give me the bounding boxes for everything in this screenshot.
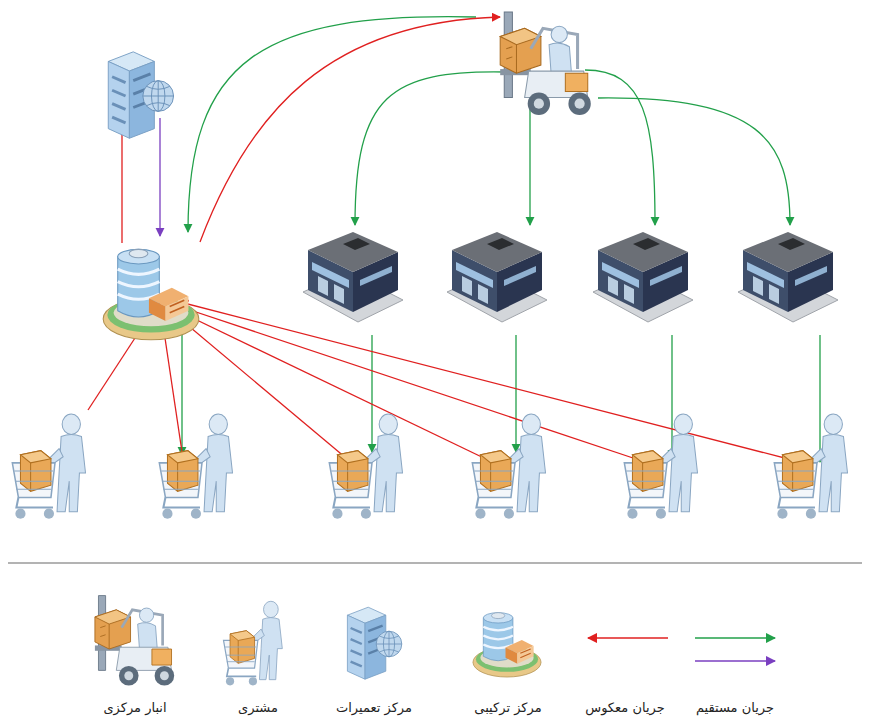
legend-label: انبار مرکزی [103, 700, 166, 716]
legend-label: مشتری [238, 700, 278, 716]
legend-label: مرکز ترکیبی [474, 700, 541, 716]
legend-label: جریان مستقیم [696, 700, 774, 716]
legend-label: جریان معکوس [585, 700, 664, 716]
legend-label: مرکز تعمیرات [336, 700, 412, 716]
